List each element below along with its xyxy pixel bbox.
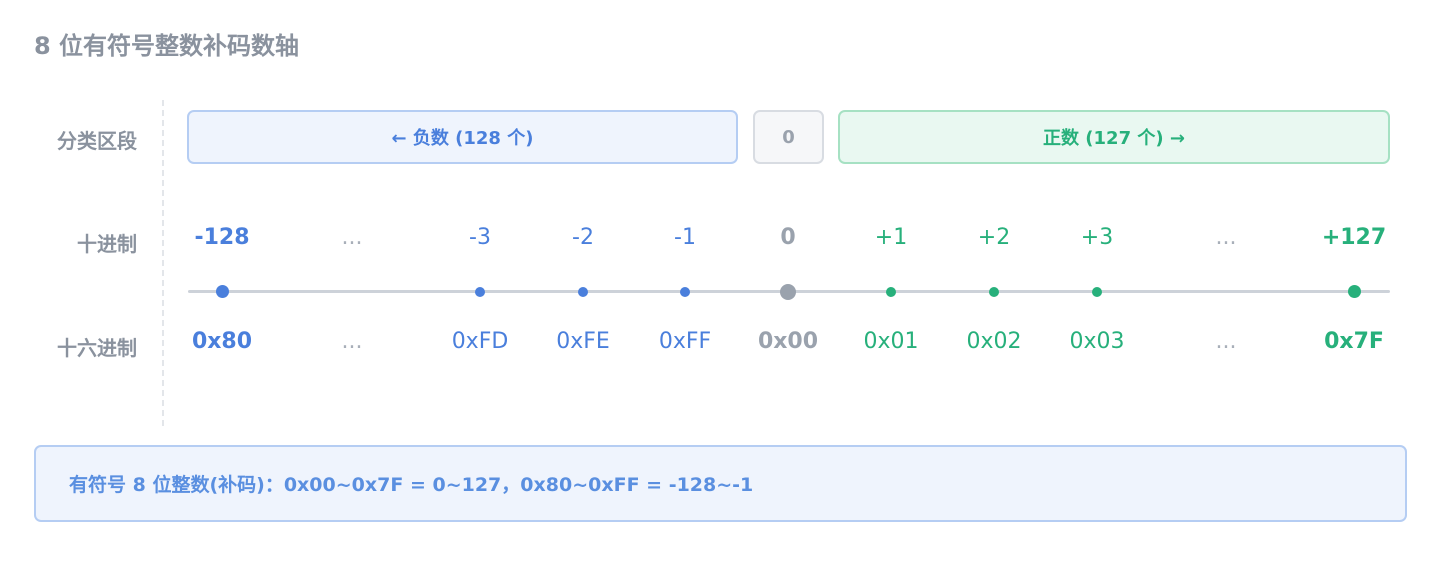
row-label-decimal: 十进制 [77, 232, 137, 256]
axis-point-marker [215, 285, 229, 298]
hex-label: ... [1215, 329, 1237, 354]
decimal-label: +1 [874, 225, 908, 250]
row-label-hex: 十六进制 [57, 336, 137, 360]
hex-label: 0xFF [658, 329, 712, 354]
negative-segment-label: ← 负数 (128 个) [391, 128, 534, 149]
hex-label: 0x03 [1069, 329, 1125, 354]
row-label-category: 分类区段 [57, 129, 137, 153]
info-note: 有符号 8 位整数(补码)：0x00~0x7F = 0~127，0x80~0xF… [34, 445, 1407, 522]
decimal-label: -2 [572, 225, 594, 250]
info-note-text: 有符号 8 位整数(补码)：0x00~0x7F = 0~127，0x80~0xF… [69, 474, 754, 496]
decimal-label: -128 [194, 225, 250, 250]
decimal-label: -3 [469, 225, 491, 250]
decimal-label: ... [1215, 225, 1237, 250]
axis-point-marker [886, 286, 896, 297]
axis-point-marker [1347, 285, 1361, 298]
decimal-label: +127 [1321, 225, 1387, 250]
axis-point-marker [780, 283, 796, 300]
hex-label: 0x02 [966, 329, 1022, 354]
negative-segment: ← 负数 (128 个) [187, 110, 738, 164]
page-title: 8 位有符号整数补码数轴 [34, 32, 300, 60]
axis-point-marker [680, 286, 690, 297]
decimal-label: +2 [977, 225, 1011, 250]
hex-label: 0x7F [1324, 329, 1384, 354]
hex-label: 0x01 [863, 329, 919, 354]
decimal-label: -1 [674, 225, 696, 250]
decimal-label: 0 [780, 225, 796, 250]
hex-label: 0xFD [451, 329, 509, 354]
positive-segment-label: 正数 (127 个) → [1043, 128, 1185, 149]
axis-point-marker [989, 286, 999, 297]
hex-label: ... [341, 329, 363, 354]
decimal-label: ... [341, 225, 363, 250]
hex-label: 0x00 [757, 329, 819, 354]
zero-segment: 0 [753, 110, 824, 164]
hex-label: 0x80 [191, 329, 253, 354]
axis-point-marker [475, 286, 485, 297]
decimal-label: +3 [1080, 225, 1114, 250]
zero-segment-label: 0 [782, 126, 795, 148]
axis-point-marker [578, 286, 588, 297]
hex-label: 0xFE [556, 329, 610, 354]
column-divider [162, 100, 164, 426]
positive-segment: 正数 (127 个) → [838, 110, 1390, 164]
axis-point-marker [1092, 286, 1102, 297]
